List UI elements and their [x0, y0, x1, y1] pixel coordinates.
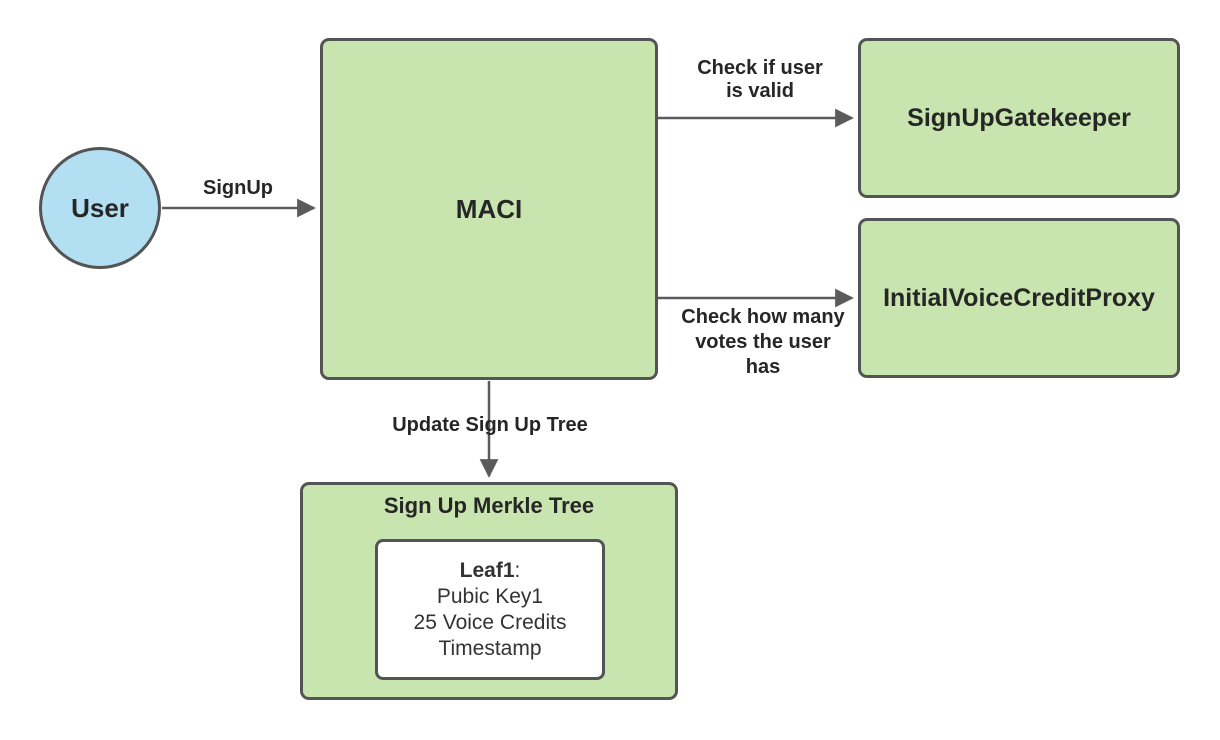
- signup-merkle-tree-title: Sign Up Merkle Tree: [383, 493, 595, 518]
- leaf-title: Leaf1:: [460, 558, 521, 584]
- signup-gatekeeper-node: SignUpGatekeeper: [858, 38, 1180, 198]
- check-votes-edge-label: Check how many votes the user has: [681, 306, 845, 378]
- user-node: User: [39, 147, 161, 269]
- leaf-line-voice-credits: 25 Voice Credits: [413, 610, 567, 634]
- leaf-line-public-key: Pubic Key1: [436, 584, 544, 608]
- signup-edge-label: SignUp: [203, 177, 273, 199]
- check-valid-edge-label: Check if user is valid: [697, 57, 823, 102]
- leaf-card: Leaf1: Pubic Key1 25 Voice Credits Times…: [375, 539, 605, 680]
- leaf-title-suffix: :: [514, 558, 521, 582]
- maci-node: MACI: [320, 38, 658, 380]
- maci-node-label: MACI: [455, 193, 523, 224]
- leaf-line-timestamp: Timestamp: [438, 636, 542, 660]
- signup-gatekeeper-label: SignUpGatekeeper: [907, 103, 1131, 132]
- update-tree-edge-label: Update Sign Up Tree: [392, 414, 588, 436]
- initial-voice-credit-proxy-node: InitialVoiceCreditProxy: [858, 218, 1180, 378]
- initial-voice-credit-proxy-label: InitialVoiceCreditProxy: [883, 283, 1155, 312]
- leaf-title-text: Leaf1: [459, 558, 515, 582]
- user-node-label: User: [71, 192, 129, 223]
